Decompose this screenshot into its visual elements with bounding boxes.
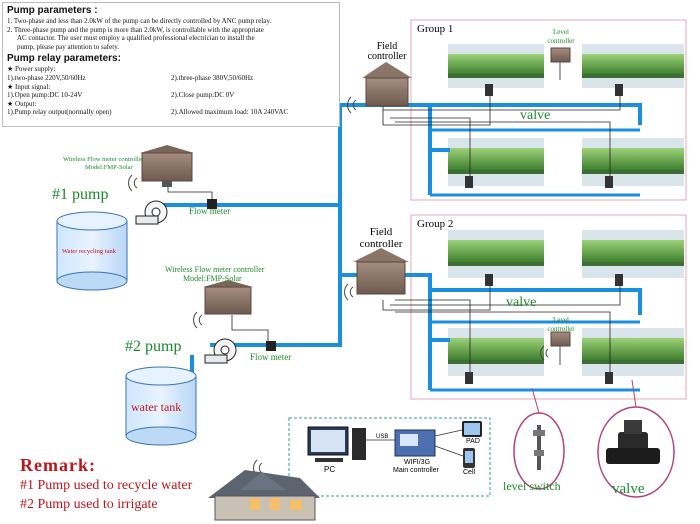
level-controller-1 xyxy=(550,47,571,63)
pump-1-icon xyxy=(135,200,168,225)
field-controller-2 xyxy=(353,248,409,295)
tank-2-label: water tank xyxy=(131,400,182,414)
group-1-label: Group 1 xyxy=(417,23,454,35)
cell-icon xyxy=(463,448,475,468)
output-option-2: 2).Allowed maximum load: 10A 240VAC xyxy=(171,108,289,117)
group-2-label: Group 2 xyxy=(417,218,454,230)
pump-2-icon xyxy=(204,338,237,364)
level-switch-label: level switch xyxy=(503,479,561,493)
input-option-1: 1).Open pump:DC 10-24V xyxy=(7,91,83,100)
flow-meter-2 xyxy=(266,341,276,351)
level-controller-2-label-b: controller xyxy=(547,325,575,333)
input-option-2: 2).Close pump:DC 0V xyxy=(171,91,235,100)
wfc-2-model: Model:FMP-Solar xyxy=(183,274,242,283)
pump-note-2c: pump, please pay attention to safety. xyxy=(17,42,119,51)
wfc-1-model: Model:FMP-Solar xyxy=(85,164,133,171)
pump-note-1: 1. Two-phase and less than 2.0kW of the … xyxy=(7,17,272,25)
valve-callout-label: valve xyxy=(612,481,645,497)
solenoid-valve-icon xyxy=(606,420,660,464)
pc-icon xyxy=(307,426,366,462)
plant-bed-photo xyxy=(448,230,544,278)
pump-params-title: Pump parameters : xyxy=(7,5,98,16)
output-heading: ★ Output: xyxy=(7,99,37,108)
main-controller-label-a: WIFI/3G xyxy=(403,459,431,466)
field-controller-2-label-b: controller xyxy=(359,238,403,250)
pad-label: PAD xyxy=(466,438,480,445)
water-recycling-tank xyxy=(56,211,128,291)
plant-bed-photo xyxy=(448,328,544,376)
output-row: 1).Pump relay output(normally open) 2).A… xyxy=(7,108,335,117)
usb-label: USB xyxy=(376,434,389,440)
wireless-flow-meter-controller-1 xyxy=(140,145,194,187)
pump-parameters-panel: Pump parameters : 1. Two-phase and less … xyxy=(2,2,340,127)
pad-icon xyxy=(462,421,482,437)
plant-bed-photo xyxy=(582,44,684,88)
remark-line-2: #2 Pump used to irrigate xyxy=(20,497,158,512)
plant-bed-photo xyxy=(448,138,544,186)
flow-meter-1-label: Flow meter xyxy=(189,206,231,216)
level-controller-2 xyxy=(550,331,571,347)
field-controller-1-label-b: controller xyxy=(367,51,407,62)
valve-label-group2: valve xyxy=(506,295,537,310)
level-switch-icon xyxy=(533,425,545,470)
flow-meter-1 xyxy=(207,199,217,209)
pc-label: PC xyxy=(324,465,336,474)
remark-block: Remark: #1 Pump used to recycle water #2… xyxy=(20,455,192,514)
cell-label: Cell xyxy=(463,469,476,476)
wireless-flow-meter-controller-2 xyxy=(203,280,253,315)
flow-meter-2-label: Flow meter xyxy=(250,352,292,362)
valve-label-group1: valve xyxy=(520,108,551,123)
wfc-2-title: Wireless Flow meter controller xyxy=(165,265,265,274)
valve-icon xyxy=(465,84,623,384)
control-wires xyxy=(167,62,621,376)
plant-bed-photo xyxy=(448,44,544,88)
pump-1-label: #1 pump xyxy=(52,186,109,203)
remark-line-1: #1 Pump used to recycle water xyxy=(20,478,193,493)
field-controller-1-label-a: Field xyxy=(376,41,398,52)
plant-bed-photo xyxy=(582,328,684,376)
power-supply-heading: ★ Power supply: xyxy=(7,65,56,74)
level-controller-1-label-a: Level xyxy=(553,28,569,36)
output-option-1: 1).Pump relay output(normally open) xyxy=(7,108,112,117)
tank-1-label: Water recycling tank xyxy=(62,248,116,255)
group2-frame xyxy=(410,214,687,400)
pump-2-label: #2 pump xyxy=(125,338,182,355)
relay-params-title: Pump relay parameters: xyxy=(7,53,121,65)
remark-title: Remark: xyxy=(20,455,96,475)
pump-note-2a: 2. Three-phase pump and the pump is more… xyxy=(7,25,264,34)
wifi-signal-icon xyxy=(128,96,549,477)
power-option-1: 1).two-phase 220V,50/60Hz xyxy=(7,73,86,82)
level-controller-1-label-b: controller xyxy=(547,37,575,45)
water-tank xyxy=(125,366,197,446)
pump-note-2b: AC contactor. The user must employ a qua… xyxy=(17,34,255,43)
input-signal-heading: ★ Input signal: xyxy=(7,82,51,91)
wfc-1-title: Wireless Flow meter controller xyxy=(63,156,144,163)
field-controller-2-label-a: Field xyxy=(369,226,393,238)
field-controller-1 xyxy=(362,62,412,107)
power-option-2: 2).three-phase 380V,50/60Hz xyxy=(171,73,254,82)
power-supply-row: 1).two-phase 220V,50/60Hz 2).three-phase… xyxy=(7,74,335,83)
house-icon xyxy=(208,470,320,521)
main-controller-label-b: Main controller xyxy=(393,467,439,474)
input-signal-row: 1).Open pump:DC 10-24V 2).Close pump:DC … xyxy=(7,91,335,100)
plant-bed-photo xyxy=(582,138,684,186)
plant-bed-photo xyxy=(582,230,684,278)
level-controller-2-label-a: Level xyxy=(553,316,569,324)
main-controller-icon xyxy=(394,429,436,457)
